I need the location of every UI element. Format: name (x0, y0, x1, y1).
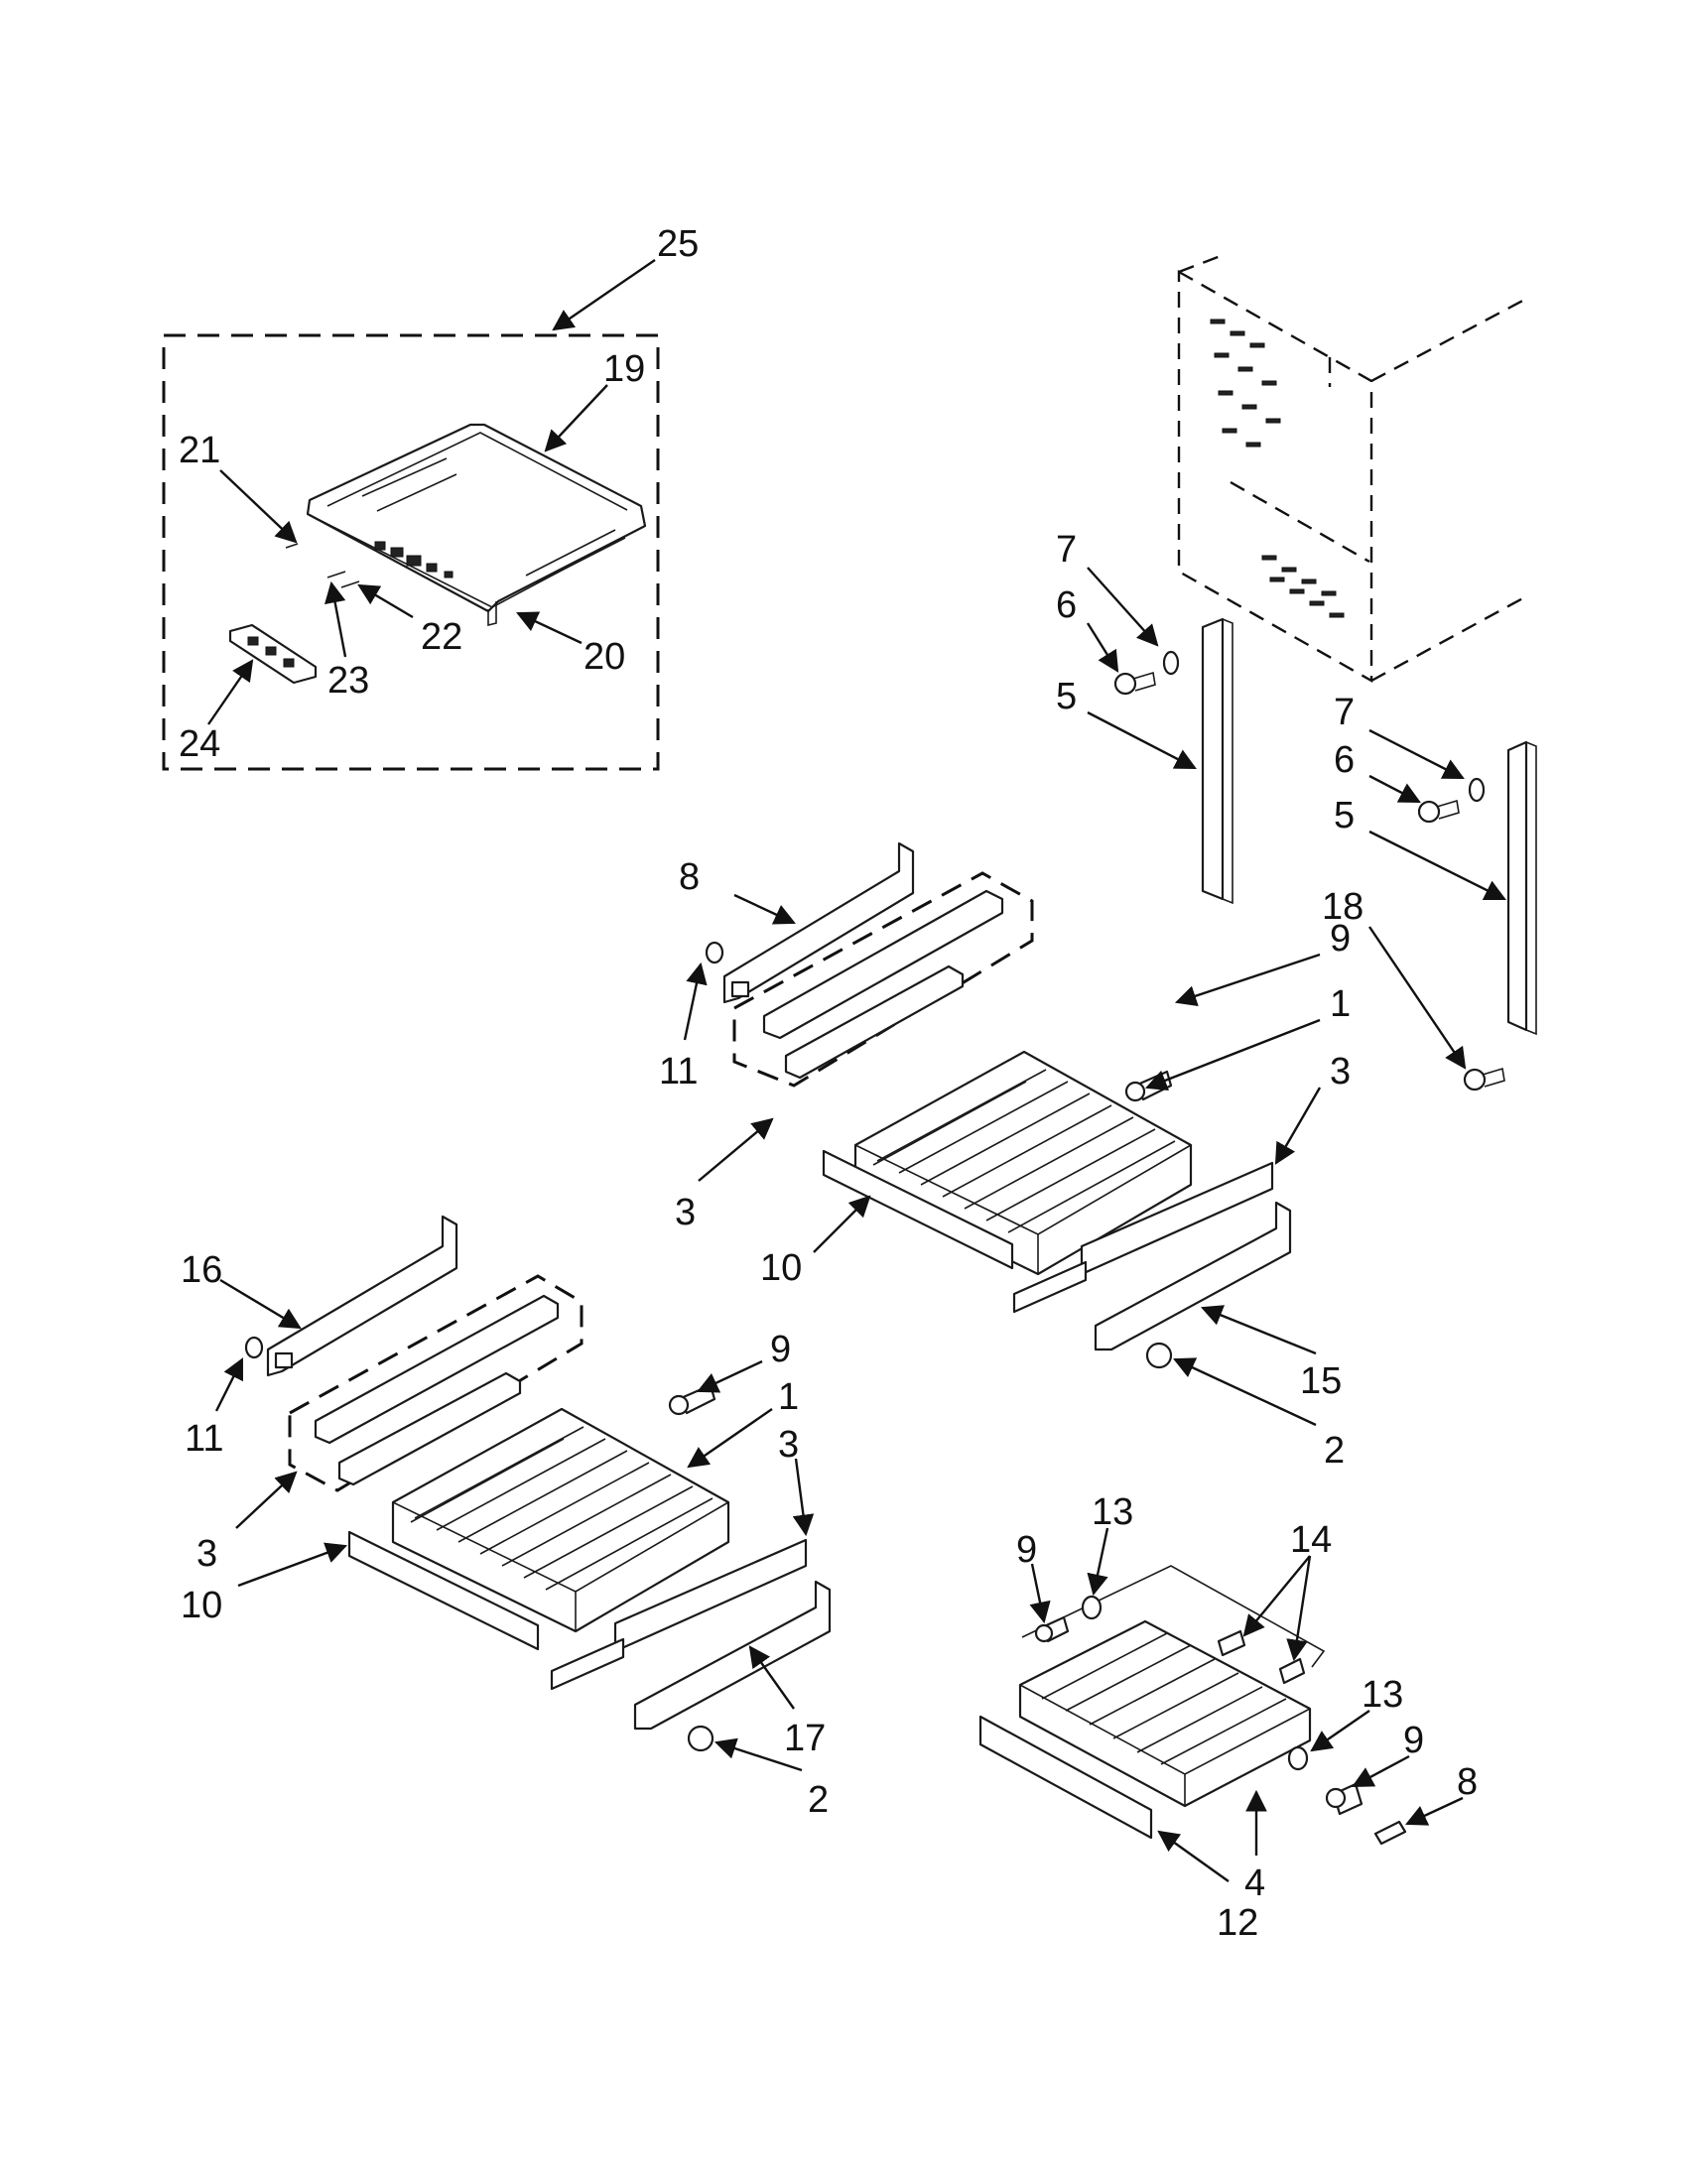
callout-9-bottom-right: 9 (1403, 1720, 1424, 1761)
screw-23 (326, 571, 346, 578)
bottom-spacer-13-upper (1081, 1595, 1103, 1620)
bottom-stud-14-right (1278, 1657, 1306, 1685)
upper-right-rail-15 (1094, 1201, 1292, 1351)
callout-2-lower: 2 (808, 1779, 829, 1821)
callout-4: 4 (1244, 1863, 1265, 1904)
control-board (228, 623, 318, 685)
cabinet-outline (1177, 254, 1529, 684)
callout-12: 12 (1217, 1902, 1258, 1944)
callout-14: 14 (1290, 1519, 1332, 1561)
screw-6-lower (1417, 799, 1460, 824)
callout-3-upper-right: 3 (1330, 1051, 1351, 1092)
callout-23: 23 (327, 660, 369, 702)
bottom-spacer-13-lower (1287, 1745, 1309, 1771)
callout-5-upper: 5 (1056, 676, 1077, 717)
control-panel-assembly-group (162, 259, 660, 771)
bottom-stud-9-left (1034, 1615, 1070, 1643)
upper-bumper-11 (705, 941, 724, 964)
upper-drawer-group (683, 841, 1322, 1427)
callout-13-lower: 13 (1362, 1674, 1403, 1716)
screw-21 (285, 543, 299, 549)
lower-left-rail-16 (266, 1215, 458, 1377)
right-slide-bracket-5 (1506, 740, 1537, 1036)
callout-7-upper: 7 (1056, 529, 1077, 571)
callout-22: 22 (421, 616, 462, 658)
callout-13-upper: 13 (1092, 1491, 1133, 1533)
callout-18: 18 (1322, 886, 1363, 928)
callout-16: 16 (181, 1249, 222, 1291)
bottom-drawer-basket-4 (1018, 1619, 1312, 1808)
callout-25: 25 (657, 223, 699, 265)
callout-6-upper: 6 (1056, 584, 1077, 626)
bottom-drawer-trim-12 (978, 1715, 1153, 1840)
callout-21: 21 (179, 430, 220, 471)
lower-drawer-basket-1 (391, 1407, 730, 1633)
callout-9-upper: 9 (1330, 918, 1351, 960)
upper-left-rail-8 (722, 841, 915, 1004)
washer-7-lower (1468, 777, 1486, 803)
bottom-clip-8 (1373, 1820, 1407, 1846)
washer-7-upper (1162, 650, 1180, 676)
callout-8-bottom: 8 (1457, 1761, 1478, 1803)
callout-11-upper: 11 (659, 1051, 698, 1092)
lower-right-rail-17 (633, 1580, 832, 1731)
upper-left-slide-outline (732, 871, 1034, 1088)
callout-17: 17 (784, 1718, 826, 1759)
upper-drawer-trim-10 (822, 1149, 1014, 1270)
control-panel-housing (306, 423, 647, 627)
callout-6-lower: 6 (1334, 739, 1355, 781)
left-slide-bracket-5 (1201, 617, 1234, 905)
lower-bumper-11 (244, 1336, 264, 1359)
callout-19: 19 (603, 348, 645, 390)
callout-8-upper: 8 (679, 856, 700, 898)
callout-9-bottom-left: 9 (1016, 1529, 1037, 1571)
callout-labels: 25 19 21 22 23 20 24 7 6 5 7 6 5 18 8 11… (179, 223, 1478, 1944)
callout-5-lower: 5 (1334, 795, 1355, 836)
bottom-stud-9-right (1325, 1782, 1363, 1816)
callout-9-lower: 9 (770, 1329, 791, 1370)
callout-11-lower: 11 (185, 1418, 223, 1460)
screw-18 (1463, 1067, 1505, 1092)
callout-1-upper: 1 (1330, 983, 1351, 1025)
callout-10-upper: 10 (760, 1247, 802, 1289)
control-panel-assembly-outline (162, 333, 660, 771)
callout-20: 20 (584, 636, 625, 678)
callout-15: 15 (1300, 1360, 1342, 1402)
callout-3-lower-right: 3 (778, 1424, 799, 1466)
callout-3-upper-left: 3 (675, 1192, 696, 1233)
lower-stud-9 (668, 1383, 716, 1416)
bottom-stud-14-left (1217, 1629, 1246, 1657)
callout-7-lower: 7 (1334, 692, 1355, 733)
lower-roller-2 (687, 1725, 714, 1752)
screw-22 (340, 580, 360, 588)
screw-6-upper (1113, 671, 1156, 696)
callout-10-lower: 10 (181, 1585, 222, 1626)
cabinet-vents (1210, 319, 1345, 618)
callout-3-lower-left: 3 (196, 1533, 217, 1575)
lower-drawer-group (214, 1215, 832, 1772)
lower-drawer-trim-10 (347, 1530, 540, 1651)
upper-roller-2 (1145, 1342, 1173, 1369)
callout-24: 24 (179, 723, 220, 765)
callout-1-lower: 1 (778, 1376, 799, 1418)
bottom-drawer-group (978, 1527, 1464, 1882)
callout-2-upper: 2 (1324, 1430, 1345, 1472)
lower-left-slide-outline (288, 1274, 584, 1492)
